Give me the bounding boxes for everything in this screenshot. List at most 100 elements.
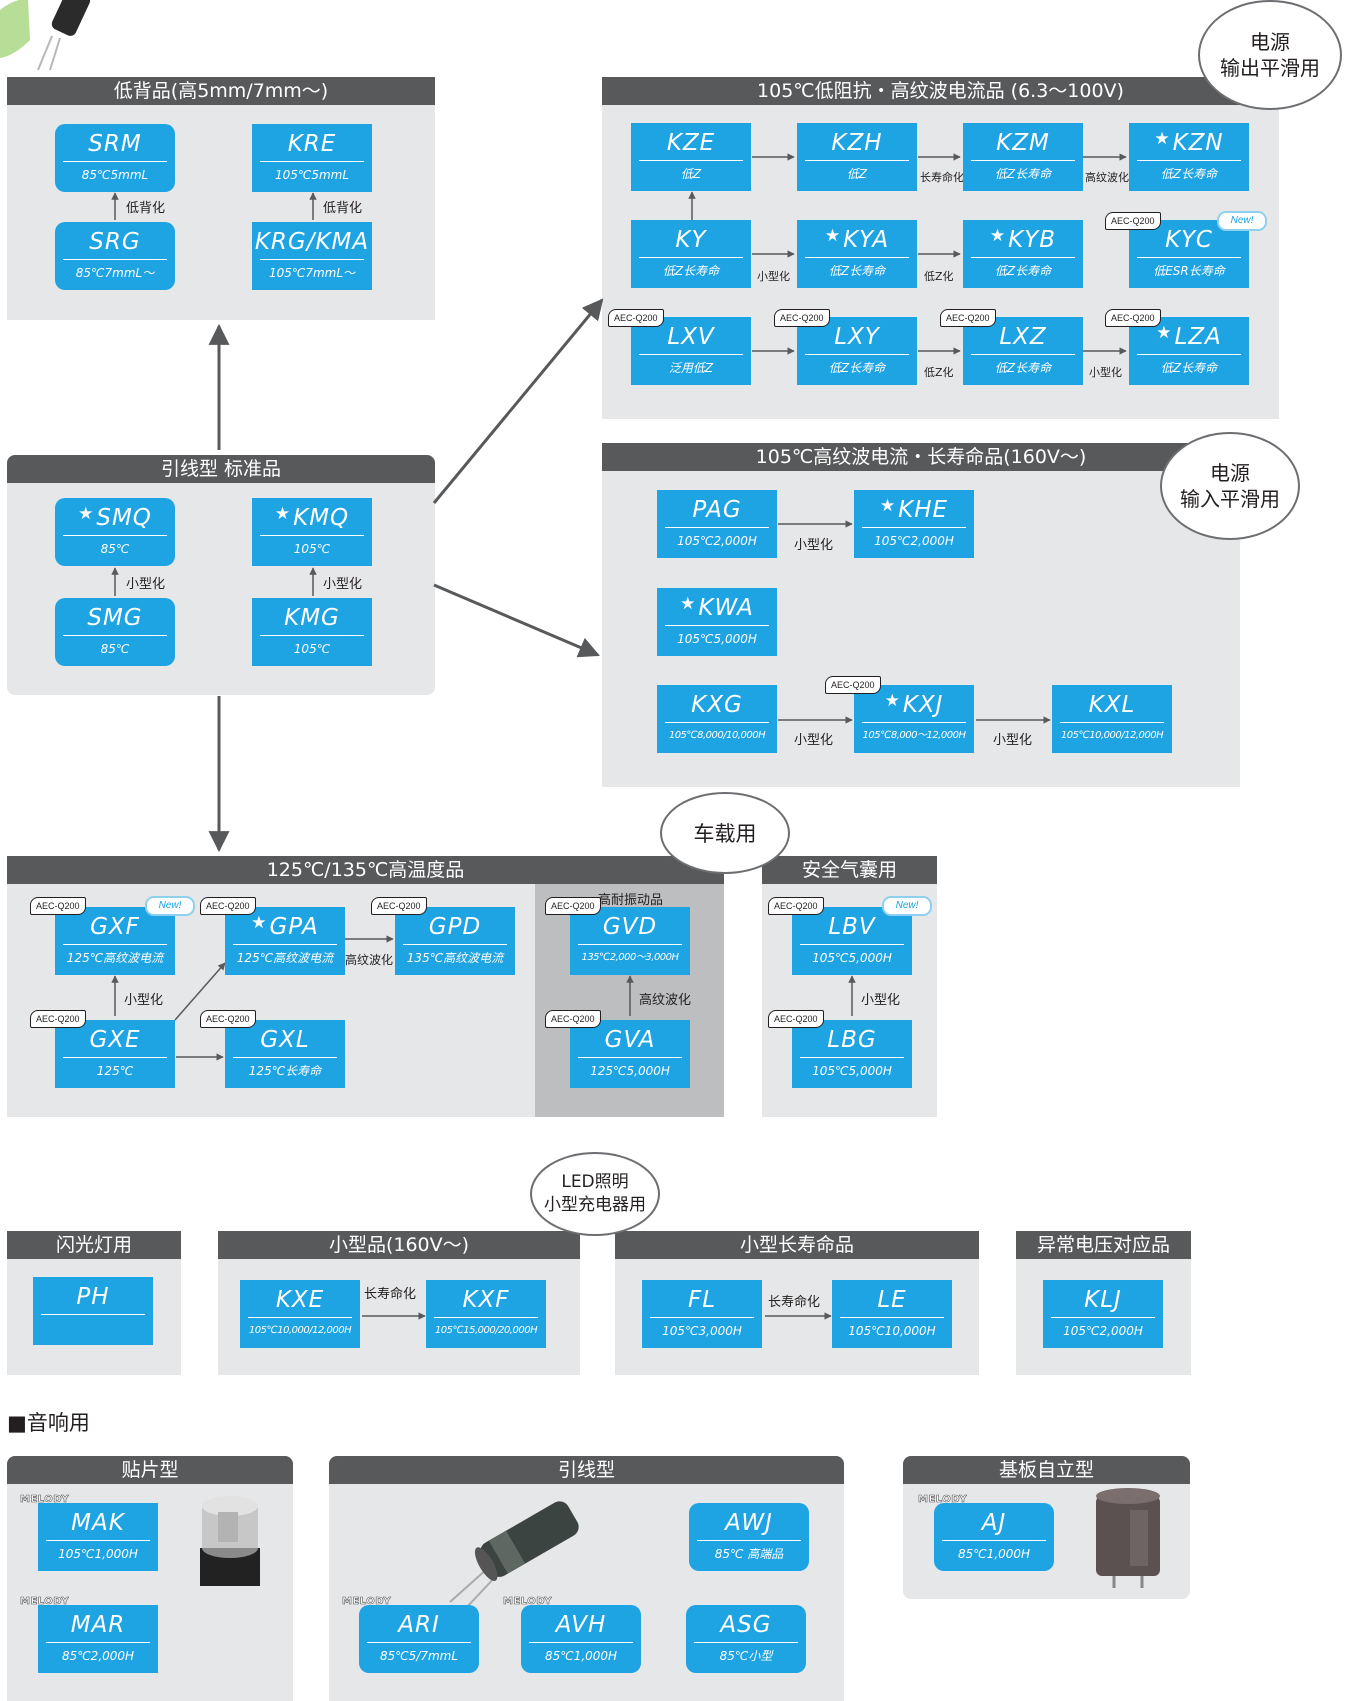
star-icon: ★: [78, 504, 95, 524]
star-icon: ★: [251, 913, 268, 933]
series-spec: 105℃7mmL～: [268, 266, 356, 280]
series-name: GPA: [269, 914, 319, 940]
series-LXY[interactable]: LXY 低Z长寿命: [797, 317, 917, 385]
arrow-label: 高纹波化: [639, 993, 692, 1008]
series-name: KZM: [996, 130, 1050, 156]
arrow-label: 小型化: [124, 993, 164, 1008]
new-badge: New!: [882, 896, 932, 916]
series-name: LXY: [834, 324, 880, 350]
series-name: KLJ: [1084, 1287, 1122, 1313]
bubble-line: 电源: [1210, 461, 1250, 485]
series-spec: 低Z: [680, 167, 702, 181]
panel-title: 贴片型: [7, 1456, 293, 1484]
series-spec: 105℃2,000H: [874, 534, 954, 548]
series-spec: 85℃1,000H: [544, 1649, 618, 1663]
aec-q200-badge: AEC-Q200: [768, 1010, 824, 1028]
series-spec: 105℃10,000/12,000H: [248, 1325, 352, 1336]
aec-q200-badge: AEC-Q200: [30, 897, 86, 915]
series-KXE[interactable]: KXE 105℃10,000/12,000H: [240, 1280, 360, 1348]
series-spec: 105℃8,000～12,000H: [862, 730, 966, 741]
series-spec: 低Z长寿命: [828, 361, 886, 375]
series-name: KXG: [691, 692, 743, 718]
melody-logo: MELODY: [20, 1494, 70, 1506]
series-name: SMQ: [96, 505, 152, 531]
aec-q200-badge: AEC-Q200: [30, 1010, 86, 1028]
panel-title: 低背品(高5mm/7mm～): [7, 77, 435, 105]
series-spec: 泛用低Z: [668, 361, 714, 375]
panel-title: 105℃低阻抗・高纹波电流品 (6.3～100V): [602, 77, 1279, 105]
aec-q200-badge: AEC-Q200: [545, 897, 601, 915]
panel-title: 基板自立型: [903, 1456, 1190, 1484]
star-icon: ★: [884, 691, 901, 711]
series-spec: 低Z长寿命: [662, 264, 720, 278]
panel-title: 小型长寿命品: [615, 1231, 979, 1259]
arrow-label: 长寿命化: [364, 1287, 417, 1302]
arrow-label: 高耐振动品: [598, 893, 664, 908]
series-spec: 105℃10,000H: [848, 1324, 936, 1338]
series-spec: 105℃5,000H: [812, 951, 892, 965]
series-PH[interactable]: PH: [33, 1277, 153, 1345]
aec-q200-badge: AEC-Q200: [825, 676, 881, 694]
series-name: LZA: [1174, 324, 1222, 350]
series-spec: 125℃高纹波电流: [66, 951, 164, 965]
series-name: FL: [687, 1287, 717, 1313]
series-spec: 125℃5,000H: [590, 1064, 670, 1078]
arrow-label: 低背化: [323, 201, 363, 216]
aec-q200-badge: AEC-Q200: [200, 897, 256, 915]
new-badge: New!: [145, 896, 195, 916]
star-icon: ★: [680, 594, 697, 614]
series-name: KRE: [287, 131, 337, 157]
series-name: KXL: [1088, 692, 1136, 718]
aec-q200-badge: AEC-Q200: [940, 309, 996, 327]
series-name: KXE: [275, 1287, 325, 1313]
arrow-label: 小型化: [794, 538, 834, 553]
panel-title: 安全气囊用: [762, 856, 937, 884]
bubble-line: 小型充电器用: [544, 1195, 646, 1215]
